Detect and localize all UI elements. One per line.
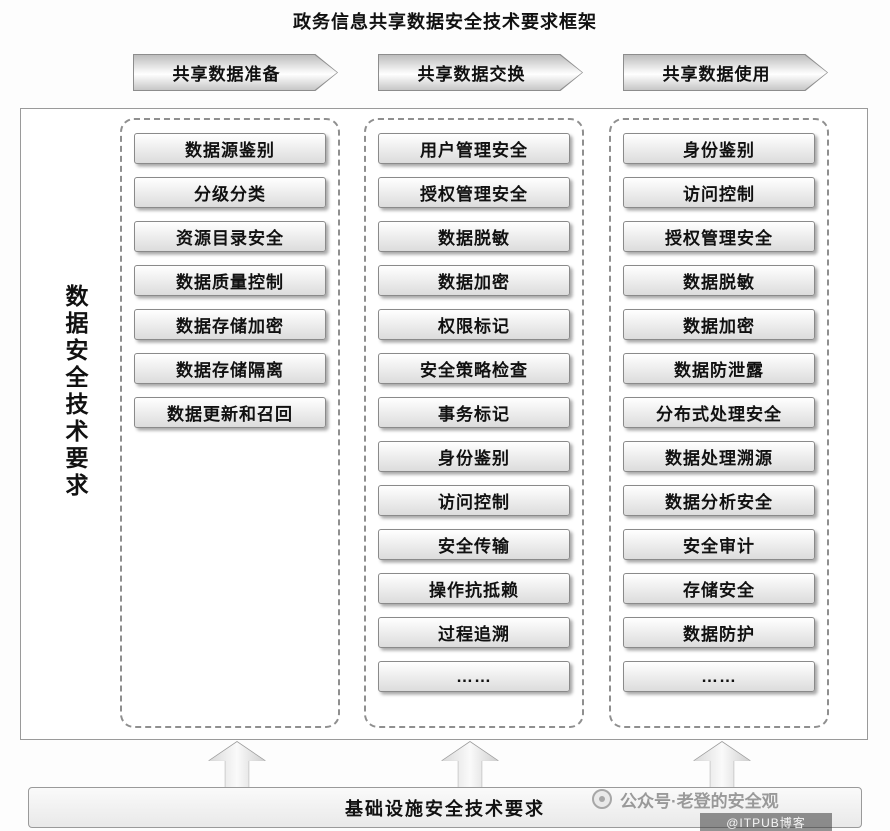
tech-item: 权限标记 [378, 309, 570, 340]
up-arrow-fill [442, 742, 498, 787]
tech-item: 数据防护 [623, 617, 815, 648]
tech-item: 数据防泄露 [623, 353, 815, 384]
tech-item: 过程追溯 [378, 617, 570, 648]
side-label-data-security-requirements: 数据安全技术要求 [62, 284, 88, 500]
tech-item: 数据质量控制 [134, 265, 326, 296]
tech-item: 分布式处理安全 [623, 397, 815, 428]
up-arrow [693, 741, 751, 788]
tech-item: 数据脱敏 [378, 221, 570, 252]
tech-item: 资源目录安全 [134, 221, 326, 252]
tech-item: 身份鉴别 [623, 133, 815, 164]
tech-item: 用户管理安全 [378, 133, 570, 164]
tech-item: 数据存储加密 [134, 309, 326, 340]
camera-icon [592, 789, 612, 809]
tech-item: 存储安全 [623, 573, 815, 604]
tech-item: 数据加密 [623, 309, 815, 340]
tech-item: 安全审计 [623, 529, 815, 560]
watermark: 公众号·老登的安全观 [592, 786, 779, 812]
tech-item: 安全传输 [378, 529, 570, 560]
tech-item: 安全策略检查 [378, 353, 570, 384]
tech-item: 操作抗抵赖 [378, 573, 570, 604]
up-arrow-fill [694, 742, 750, 787]
tech-item: 数据源鉴别 [134, 133, 326, 164]
page-title: 政务信息共享数据安全技术要求框架 [293, 12, 597, 32]
tech-item: …… [623, 661, 815, 692]
tech-item: 数据处理溯源 [623, 441, 815, 472]
tech-item: 数据分析安全 [623, 485, 815, 516]
banner-label: 共享数据使用 [624, 55, 827, 90]
column-prepare: 数据源鉴别分级分类资源目录安全数据质量控制数据存储加密数据存储隔离数据更新和召回 [120, 118, 340, 728]
column-use: 身份鉴别访问控制授权管理安全数据脱敏数据加密数据防泄露分布式处理安全数据处理溯源… [609, 118, 829, 728]
banner-share-data-prepare: 共享数据准备 [133, 54, 338, 91]
up-arrow [208, 741, 266, 788]
banner-share-data-exchange: 共享数据交换 [378, 54, 583, 91]
banner-label: 共享数据交换 [379, 55, 582, 90]
banner-label: 共享数据准备 [134, 55, 337, 90]
tech-item: 事务标记 [378, 397, 570, 428]
tech-item: 数据脱敏 [623, 265, 815, 296]
up-arrow-fill [209, 742, 265, 787]
tech-item: …… [378, 661, 570, 692]
watermark-text: 公众号·老登的安全观 [620, 791, 779, 811]
tech-item: 授权管理安全 [378, 177, 570, 208]
banner-share-data-use: 共享数据使用 [623, 54, 828, 91]
tech-item: 数据加密 [378, 265, 570, 296]
tech-item: 分级分类 [134, 177, 326, 208]
tech-item: 数据更新和召回 [134, 397, 326, 428]
tech-item: 身份鉴别 [378, 441, 570, 472]
tech-item: 数据存储隔离 [134, 353, 326, 384]
tech-item: 访问控制 [378, 485, 570, 516]
tech-item: 授权管理安全 [623, 221, 815, 252]
up-arrow [441, 741, 499, 788]
column-exchange: 用户管理安全授权管理安全数据脱敏数据加密权限标记安全策略检查事务标记身份鉴别访问… [364, 118, 584, 728]
watermark-itpub: @ITPUB博客 [700, 813, 832, 831]
tech-item: 访问控制 [623, 177, 815, 208]
